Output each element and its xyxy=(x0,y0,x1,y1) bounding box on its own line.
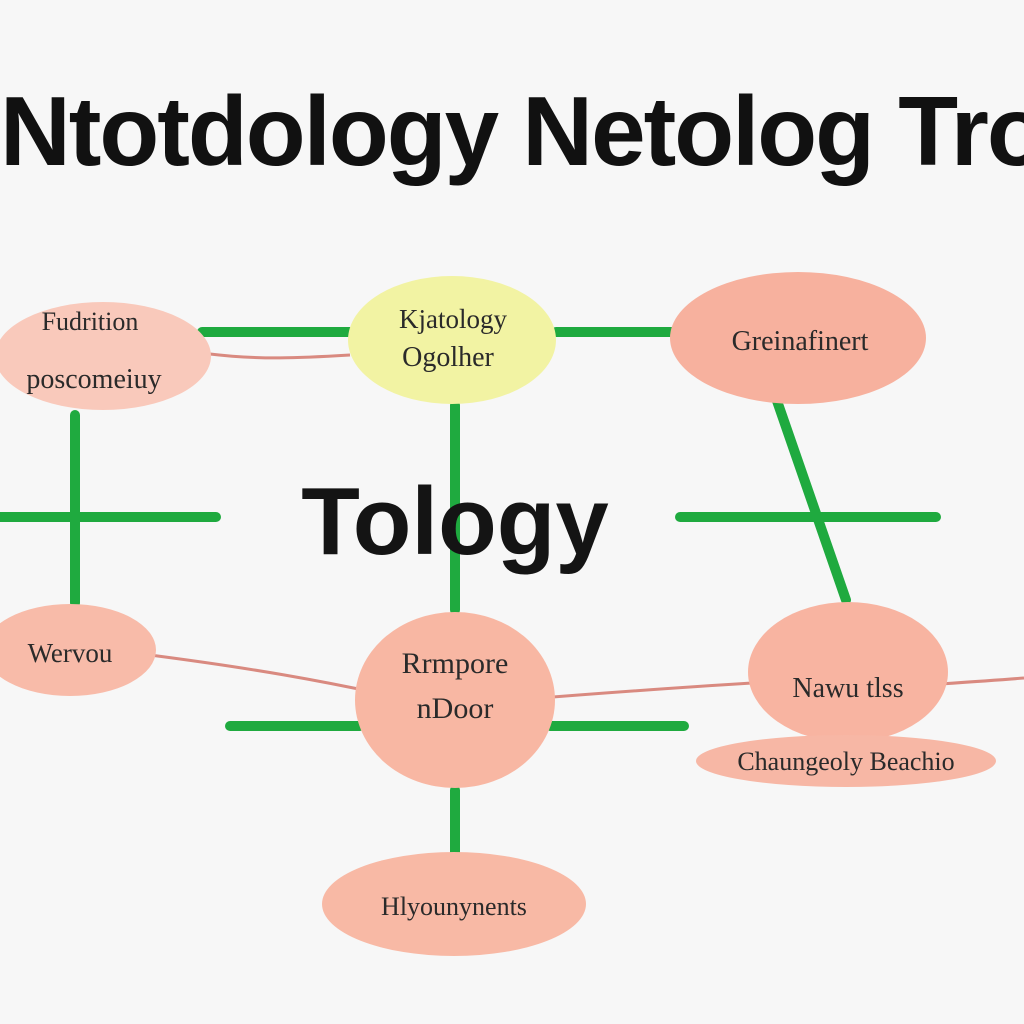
node-top-right: Greinafinert xyxy=(670,272,926,404)
node-label: Fudrition xyxy=(42,307,139,336)
node-middle-center: Rrmpore nDoor xyxy=(355,612,555,788)
node-middle-right: Nawu tlss xyxy=(748,602,948,742)
node-label: nDoor xyxy=(417,692,494,725)
node-shape xyxy=(355,612,555,788)
node-top-center: Kjatology Ogolher xyxy=(348,276,556,404)
node-shape xyxy=(348,276,556,404)
node-top-left: Fudrition poscomeiuy xyxy=(0,302,211,410)
node-shape xyxy=(322,852,586,956)
node-shape xyxy=(0,302,211,410)
center-label: Tology xyxy=(301,468,609,575)
node-label: poscomeiuy xyxy=(26,364,161,395)
node-middle-left: Wervou xyxy=(0,604,156,696)
node-label: Kjatology xyxy=(399,304,507,334)
link-far-right xyxy=(939,676,1024,686)
node-bottom-right-label: Chaungeoly Beachio xyxy=(696,735,996,787)
link-top-left xyxy=(209,352,351,360)
node-shape xyxy=(670,272,926,404)
node-shape xyxy=(696,735,996,787)
node-label: Chaungeoly Beachio xyxy=(737,747,954,776)
edges xyxy=(0,327,941,865)
node-bottom-center: Hlyounynents xyxy=(322,852,586,956)
node-label: Rrmpore xyxy=(402,647,509,680)
page-title: Ntotdology Netolog Trot xyxy=(0,76,1024,186)
node-label: Hlyounynents xyxy=(381,892,527,921)
node-shape xyxy=(0,604,156,696)
node-label: Ogolher xyxy=(402,342,494,373)
node-label: Nawu tlss xyxy=(792,673,903,704)
node-shape xyxy=(748,602,948,742)
node-label: Wervou xyxy=(28,638,113,668)
node-label: Greinafinert xyxy=(732,326,869,357)
edge-right-diagonal xyxy=(771,393,851,605)
